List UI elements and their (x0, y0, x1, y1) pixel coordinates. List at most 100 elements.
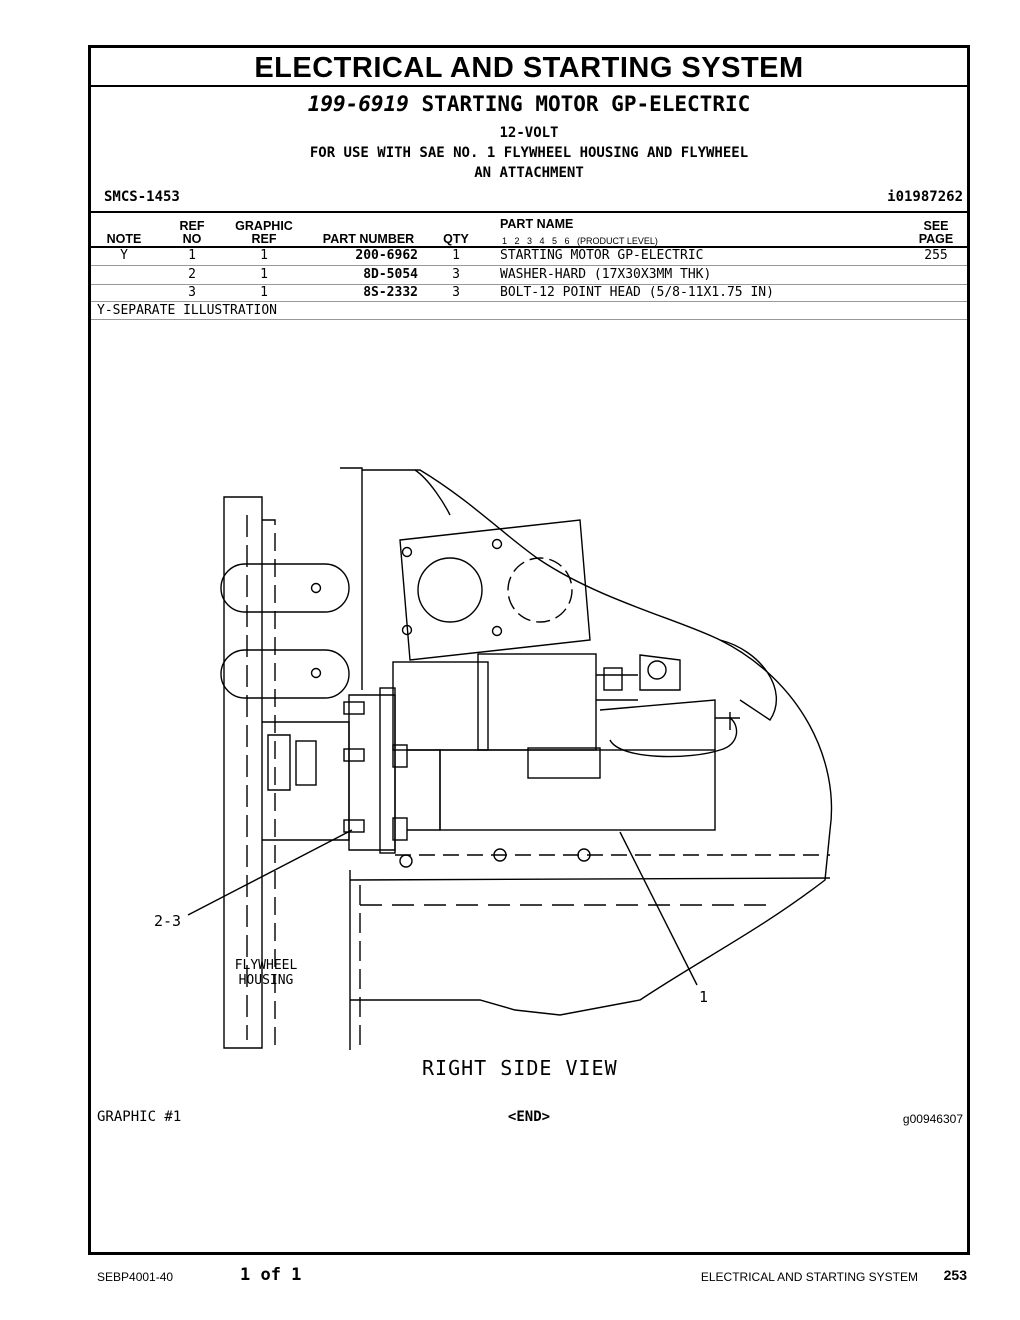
housing-base-line (349, 877, 831, 881)
table-note: Y-SEPARATE ILLUSTRATION (97, 303, 278, 318)
row-ref-no: 2 (188, 267, 196, 282)
plate-hole-hidden (507, 557, 573, 623)
terminal-nut (603, 667, 623, 691)
bolt-head-top (343, 701, 365, 715)
flywheel-housing-label: FLYWHEEL HOUSING (226, 958, 306, 988)
col-ref-no-line2: NO (182, 232, 202, 246)
row-part-number: 200-6962 (355, 248, 418, 263)
leader-1 (619, 831, 698, 986)
col-graphic-ref-line2: REF (251, 232, 277, 246)
col-qty: QTY (443, 232, 469, 246)
title-divider (91, 85, 967, 87)
graphic-id: g00946307 (902, 1112, 963, 1126)
nose-housing (262, 721, 350, 841)
flange-face (379, 687, 396, 854)
group-heading: 199-6919 STARTING MOTOR GP-ELECTRIC (91, 92, 967, 116)
document-id: i01987262 (887, 189, 963, 205)
row-qty: 1 (452, 248, 460, 263)
row-part-name: WASHER-HARD (17X30X3MM THK) (500, 267, 712, 282)
motor-housing (439, 749, 716, 831)
col-part-name: PART NAME (500, 217, 574, 231)
col-ref-no-line1: REF (179, 219, 205, 233)
col-note: NOTE (106, 232, 142, 246)
usage-line: FOR USE WITH SAE NO. 1 FLYWHEEL HOUSING … (309, 145, 749, 161)
wire-lead (609, 717, 738, 758)
housing-outline (350, 469, 833, 1016)
col-part-number: PART NUMBER (322, 232, 415, 246)
col-see-page: SEE PAGE (911, 220, 961, 246)
terminal-posts (596, 674, 638, 701)
row-graphic-ref: 1 (260, 267, 268, 282)
col-graphic-ref: GRAPHIC REF (229, 220, 299, 246)
mount-slot-lower (220, 649, 350, 699)
end-marker: <END> (507, 1109, 551, 1125)
pinion-lower (392, 817, 408, 841)
view-label: RIGHT SIDE VIEW (422, 1056, 618, 1080)
plate-bolt (401, 546, 413, 558)
col-see-page-line2: PAGE (918, 232, 954, 246)
mount-ear (647, 660, 667, 680)
row-divider (91, 301, 967, 302)
page-count: 1 of 1 (240, 1265, 302, 1285)
section-title: ELECTRICAL AND STARTING SYSTEM (254, 52, 804, 84)
mount-ear-plate (639, 654, 681, 691)
mount-flange (348, 694, 396, 851)
solenoid-cap (477, 653, 597, 751)
page-frame: ELECTRICAL AND STARTING SYSTEM 199-6919 … (88, 45, 970, 1255)
row-ref-no: 3 (188, 285, 196, 300)
flange-bolt (399, 854, 413, 868)
motor-end-cap (599, 699, 716, 750)
plate-bolt (401, 624, 413, 636)
col-product-level: 1 2 3 4 5 6 (PRODUCT LEVEL) (502, 236, 658, 246)
row-qty: 3 (452, 267, 460, 282)
end-bolt (715, 712, 740, 730)
callout-2-3: 2-3 (154, 912, 182, 930)
voltage-line: 12-VOLT (499, 125, 559, 141)
group-name: STARTING MOTOR GP-ELECTRIC (421, 92, 751, 116)
row-graphic-ref: 1 (260, 285, 268, 300)
nose-inner (295, 740, 317, 786)
mount-slot-upper (220, 563, 350, 613)
slot-bolt-lower (310, 667, 322, 679)
row-part-name: STARTING MOTOR GP-ELECTRIC (500, 248, 704, 263)
row-part-name: BOLT-12 POINT HEAD (5/8-11X1.75 IN) (500, 285, 774, 300)
engine-plate (399, 519, 591, 661)
plate-hole-large (417, 557, 483, 623)
housing-label-line2: HOUSING (238, 973, 294, 988)
row-part-number: 8S-2332 (363, 285, 418, 300)
plate-arc (414, 469, 451, 516)
footer-section: ELECTRICAL AND STARTING SYSTEM (700, 1270, 918, 1284)
housing-label-line1: FLYWHEEL (234, 958, 298, 973)
plate-bolt (491, 538, 503, 550)
bolt-head-mid (343, 748, 365, 762)
doc-number: SEBP4001-40 (97, 1270, 174, 1284)
pinion-upper (392, 744, 408, 768)
plate-bolt (491, 625, 503, 637)
housing-flange (223, 496, 263, 1049)
solenoid-body (392, 661, 489, 751)
graphic-label: GRAPHIC #1 (97, 1109, 182, 1125)
attachment-line: AN ATTACHMENT (474, 165, 584, 181)
row-ref-no: 1 (188, 248, 196, 263)
motor-nose (407, 749, 441, 831)
page-number: 253 (943, 1267, 967, 1283)
row-divider (91, 284, 967, 285)
col-ref-no: REF NO (167, 220, 217, 246)
callout-1: 1 (699, 988, 709, 1006)
motor-nameplate (527, 747, 601, 779)
col-see-page-line1: SEE (923, 219, 949, 233)
header-divider (91, 211, 967, 213)
row-see-page: 255 (924, 248, 948, 263)
housing-hidden-edge (262, 519, 276, 1048)
column-header-divider (91, 246, 967, 248)
row-divider (91, 265, 967, 266)
row-qty: 3 (452, 285, 460, 300)
row-part-number: 8D-5054 (363, 267, 418, 282)
bolt-head-bottom (343, 819, 365, 833)
note-divider (91, 319, 967, 320)
nose-window (267, 734, 291, 791)
leader-2-3 (187, 829, 353, 916)
col-graphic-ref-line1: GRAPHIC (235, 219, 293, 233)
row-note: Y (120, 248, 128, 263)
